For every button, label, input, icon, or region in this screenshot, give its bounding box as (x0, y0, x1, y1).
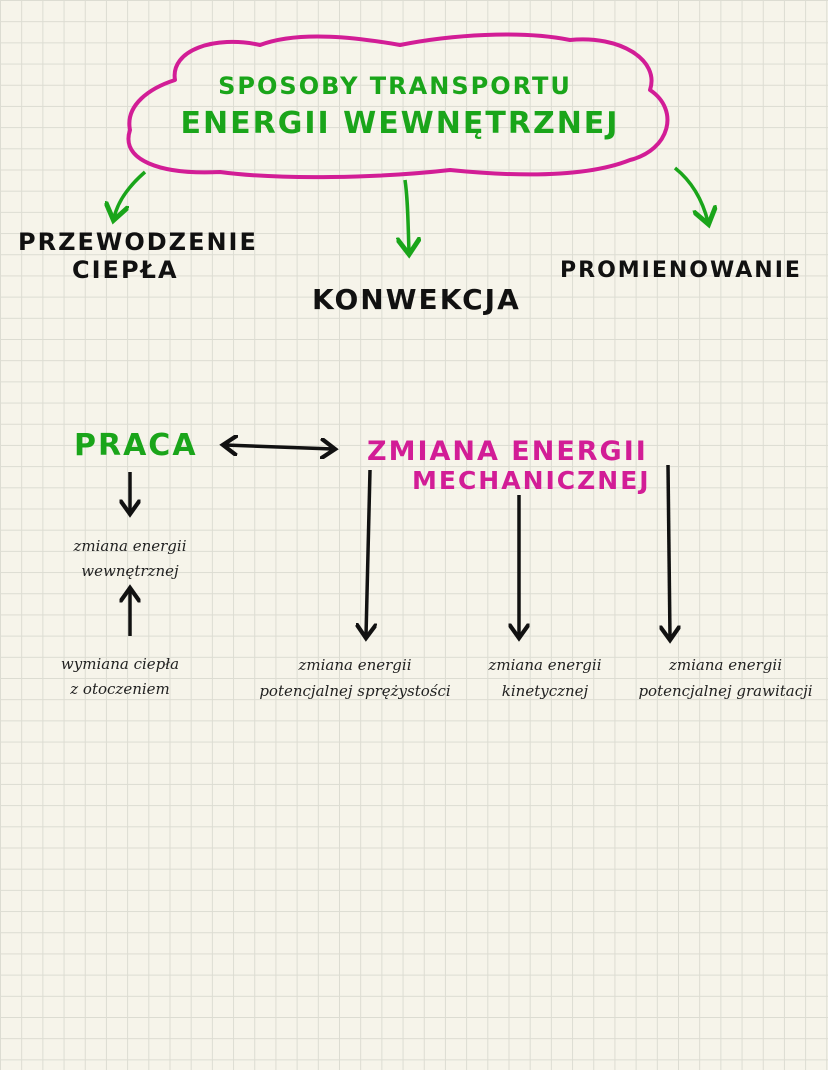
mechanical-label-line-1: ZMIANA ENERGII (367, 436, 648, 467)
title-line-1: SPOSOBY TRANSPORTU (218, 72, 572, 100)
kinetic-line-1: zmiana energii (488, 656, 602, 674)
heat-exchange-line-2: z otoczeniem (70, 680, 170, 698)
internal-energy-change-line-1: zmiana energii (73, 537, 187, 555)
gravitational-potential-line-1: zmiana energii (668, 656, 783, 674)
kinetic-line-2: kinetycznej (501, 682, 589, 700)
double-arrow-work-mechanical (225, 445, 333, 449)
title-line-2: ENERGII WEWNĘTRZNEJ (180, 106, 620, 141)
work-label: PRACA (74, 428, 198, 463)
arrow-to-elastic (366, 469, 370, 636)
title-cloud (126, 32, 670, 180)
elastic-potential-line-1: zmiana energii (298, 656, 412, 674)
internal-energy-change-line-2: wewnętrznej (81, 562, 179, 580)
arrow-to-convection (405, 179, 409, 252)
gravitational-potential-line-2: potencjalnej grawitacji (638, 682, 813, 700)
method-conduction-line-2: CIEPŁA (72, 256, 179, 284)
method-conduction-line-1: PRZEWODZENIE (18, 228, 258, 256)
mechanical-label-line-2: MECHANICZNEJ (412, 466, 651, 495)
method-convection: KONWEKCJA (312, 283, 521, 316)
arrow-to-conduction (114, 170, 147, 218)
arrow-to-gravitational (668, 464, 670, 638)
arrow-to-radiation (673, 166, 708, 222)
method-radiation: PROMIENOWANIE (560, 258, 802, 283)
elastic-potential-line-2: potencjalnej sprężystości (259, 682, 451, 700)
heat-exchange-line-1: wymiana ciepła (60, 655, 180, 673)
